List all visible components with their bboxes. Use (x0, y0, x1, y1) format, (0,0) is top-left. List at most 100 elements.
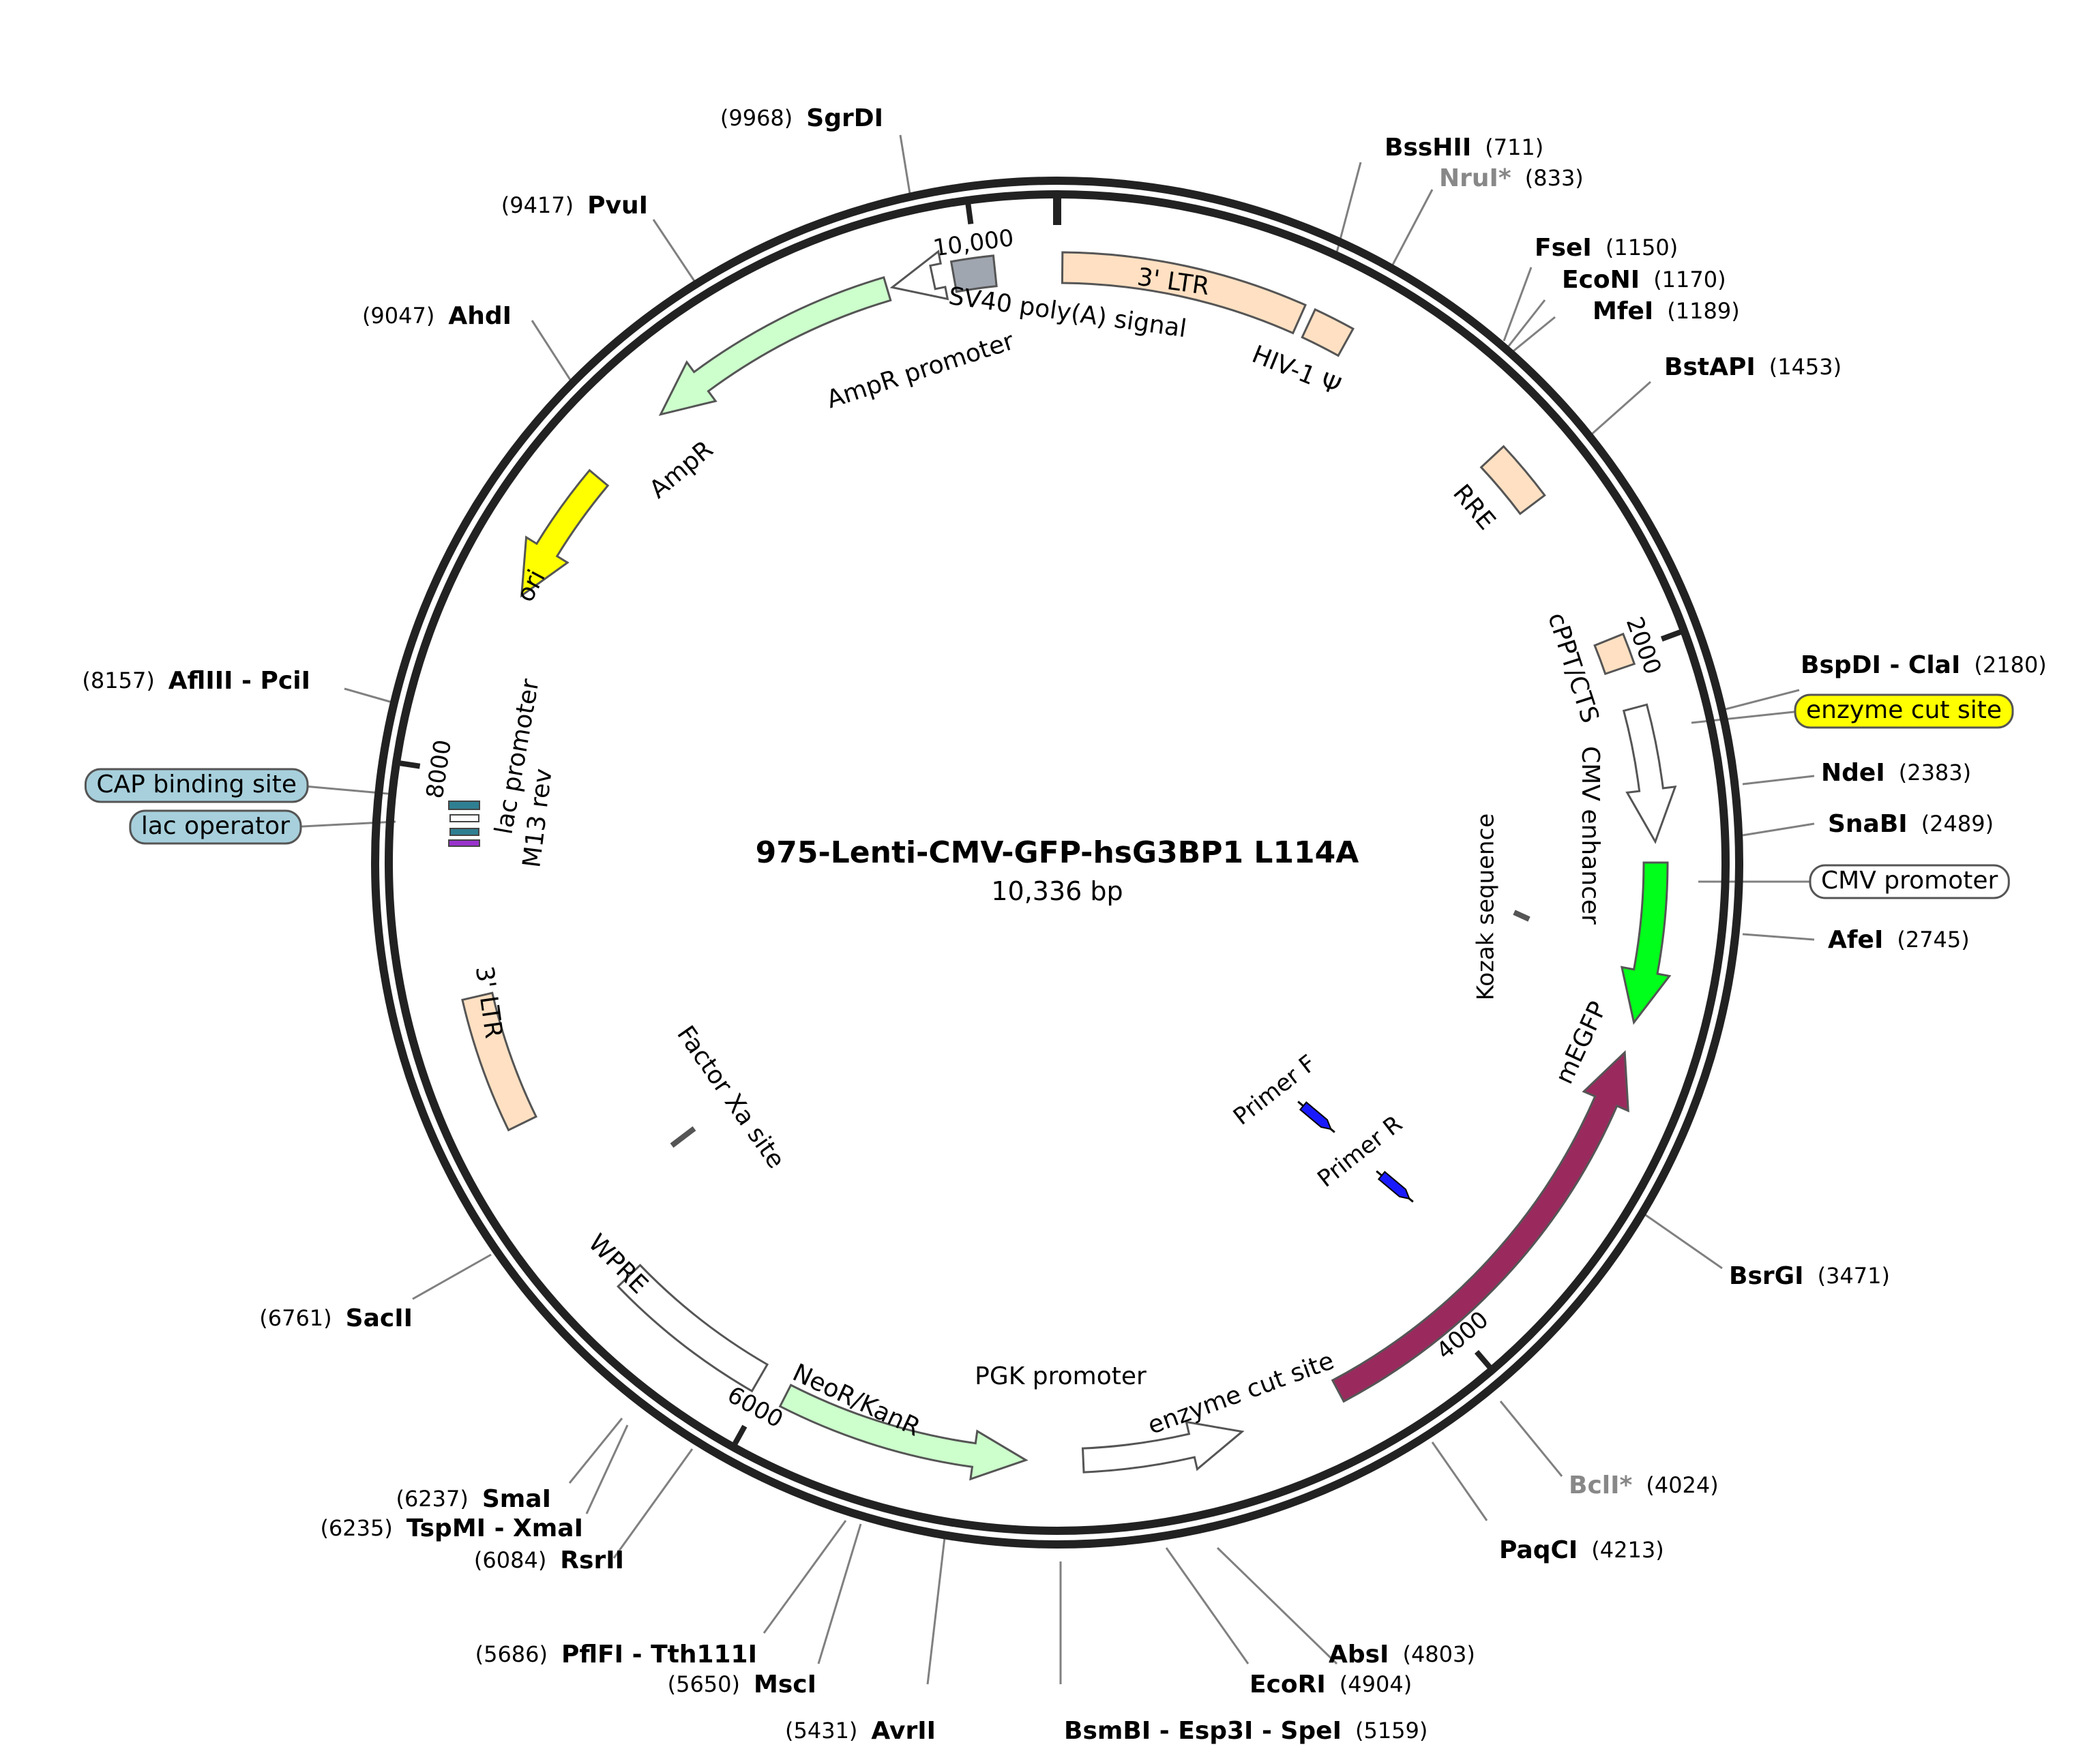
site-position: (2745) (1897, 927, 1969, 953)
tick-6000 (728, 1424, 748, 1452)
site-position: (4803) (1402, 1641, 1475, 1667)
site-name: SgrDI (806, 104, 883, 132)
site-nrui: NruI* (833) (1439, 164, 1584, 192)
feature-hiv-psi (1301, 308, 1355, 357)
tick-label: 6000 (723, 1381, 788, 1433)
feature-primer-r (1376, 1170, 1414, 1203)
site-name: AhdI (448, 302, 512, 330)
plasmid-size: 10,336 bp (991, 876, 1123, 906)
feature-label-rre: RRE (1447, 479, 1500, 535)
feature-neor (778, 1384, 1029, 1481)
site-mfei: MfeI (1189) (1593, 297, 1740, 325)
site-ndei: NdeI(2383) (1821, 759, 1971, 787)
feature-ampr-promoter (889, 250, 949, 301)
site-name: BsrGI (1729, 1262, 1804, 1290)
feature-label-wpre: WPRE (582, 1229, 653, 1299)
feature-label-cppt: cPPT/CTS (1542, 610, 1604, 727)
cmv-promoter-box: CMV promoter (1809, 864, 2010, 899)
feature-g3bp1 (1331, 1050, 1629, 1403)
feature-m13rev (448, 839, 480, 847)
lac-operator-box: lac operator (129, 809, 302, 845)
site-position: (3471) (1818, 1263, 1890, 1289)
site-position: (833) (1525, 165, 1584, 191)
site-position: (9417) (501, 192, 574, 218)
site-bspdi-clai: BspDI - ClaI(2180) (1801, 651, 2047, 679)
site-bcli: BclI* (4024) (1569, 1471, 1719, 1499)
feature-ltr3-top (1061, 251, 1307, 335)
site-position: (5431) (785, 1718, 857, 1744)
site-name: NdeI (1821, 759, 1885, 787)
feature-label-ampr: AmpR (645, 436, 719, 505)
site-position: (5650) (668, 1671, 740, 1697)
site-position: (1189) (1667, 298, 1739, 324)
site-position: (4213) (1591, 1537, 1663, 1563)
site-name: MscI (754, 1671, 816, 1699)
site-ecori: EcoRI(4904) (1249, 1671, 1412, 1699)
site-paqci: PaqCI(4213) (1499, 1536, 1664, 1564)
feature-factor-xa (670, 1126, 696, 1148)
tick-2000 (1660, 627, 1689, 642)
feature-megfp (1620, 861, 1672, 1025)
tick-label: 8000 (422, 738, 457, 801)
site-position: (9968) (720, 105, 793, 131)
site-avrii: AvrII(5431) (785, 1717, 936, 1745)
feature-cmv-enhancer (1622, 703, 1677, 844)
feature-label-ampr-promoter: AmpR promoter (823, 327, 1018, 414)
site-name: NruI* (1439, 164, 1511, 192)
site-name: AflIII - PciI (168, 667, 310, 695)
site-name: BstAPI (1664, 353, 1756, 381)
feature-label-enzyme-cut-site-inner: enzyme cut site (1144, 1347, 1338, 1440)
site-name: MfeI (1593, 297, 1653, 325)
feature-label-primer-f: Primer F (1228, 1049, 1321, 1131)
site-position: (4904) (1340, 1671, 1412, 1697)
site-name: EcoNI (1562, 266, 1640, 294)
site-smai: SmaI (6237) (396, 1485, 551, 1513)
feature-pgk (1081, 1420, 1245, 1474)
feature-wpre (617, 1264, 769, 1393)
site-ahdi: AhdI(9047) (362, 302, 512, 330)
site-position: (4024) (1646, 1472, 1718, 1498)
site-position: (5159) (1355, 1718, 1428, 1744)
site-name: AbsI (1329, 1641, 1389, 1669)
site-name: PflFI - Tth111I (561, 1641, 757, 1669)
site-sgrdi: SgrDI (9968) (720, 104, 883, 132)
site-name: SmaI (482, 1485, 551, 1513)
site-name: BclI* (1569, 1471, 1633, 1499)
enzyme-cut-site-box: enzyme cut site (1794, 693, 2014, 729)
site-bsrgi: BsrGI (3471) (1729, 1262, 1890, 1290)
site-name: BssHII (1385, 134, 1471, 162)
cmv-promoter-box-text: CMV promoter (1821, 867, 1998, 895)
site-position: (1170) (1653, 267, 1726, 293)
site-snabi: SnaBI(2489) (1828, 810, 1994, 838)
site-msci: MscI (5650) (668, 1671, 816, 1699)
site-position: (6237) (396, 1486, 468, 1512)
feature-label-cmv-enhancer: CMV enhancer (1576, 746, 1604, 925)
restriction-sites: SgrDI (9968) PvuI (9417) AhdI(9047) AflIII - … (82, 104, 2046, 1745)
feature-sv40 (949, 254, 998, 293)
site-pflfi-tth111i: PflFI - Tth111I(5686) (475, 1641, 757, 1669)
feature-ori (520, 468, 610, 598)
feature-ltr3-left (461, 991, 538, 1132)
tick-4000 (1474, 1349, 1497, 1375)
enzyme-cut-site-box-text: enzyme cut site (1806, 696, 2002, 724)
feature-rre (1479, 445, 1546, 515)
cap-binding-box-text: CAP binding site (96, 771, 297, 798)
site-position: (1150) (1606, 235, 1678, 260)
site-name: RsrII (560, 1546, 624, 1574)
site-tspmi-xmai: TspMI - XmaI(6235) (320, 1514, 583, 1542)
site-afliii-pcii: AflIII - PciI(8157) (82, 667, 310, 695)
cap-binding-mark (448, 801, 480, 810)
site-position: (2489) (1921, 811, 1994, 837)
site-econi: EcoNI (1170) (1562, 266, 1726, 294)
site-position: (2180) (1974, 652, 2046, 678)
site-rsrii: RsrII(6084) (474, 1546, 624, 1574)
leader-lines (289, 134, 1815, 1685)
site-name: PvuI (587, 192, 648, 220)
tick-label: 10,000 (932, 224, 1016, 263)
site-bsshii: BssHII(711) (1385, 134, 1543, 162)
lac-operator-box-text: lac operator (141, 812, 290, 840)
site-name: FseI (1535, 234, 1592, 262)
site-bsmbi-esp3i-spei: BsmBI - Esp3I - SpeI(5159) (1064, 1717, 1428, 1745)
cap-binding-box: CAP binding site (84, 768, 309, 803)
